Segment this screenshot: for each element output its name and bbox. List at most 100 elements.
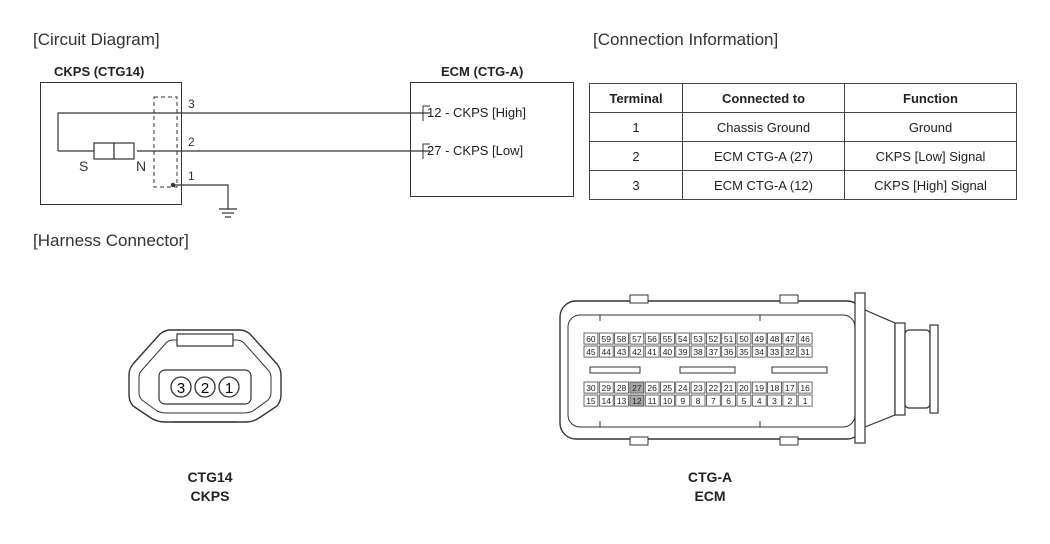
wire-pin3 bbox=[57, 112, 430, 151]
connection-information-title: [Connection Information] bbox=[593, 30, 779, 49]
harness-pin-label: 1 bbox=[225, 380, 233, 397]
ecm-pin-label: 12 bbox=[632, 396, 642, 406]
ground-icon bbox=[219, 208, 237, 218]
caption-line: CTG14 bbox=[187, 469, 233, 485]
circuit-diagram-title: [Circuit Diagram] bbox=[33, 30, 160, 49]
ecm-pin-cell bbox=[675, 345, 691, 358]
ecm-pin-cell bbox=[660, 345, 675, 358]
ecm-pin-cell bbox=[736, 381, 752, 394]
ecm-pin-cell bbox=[782, 345, 798, 358]
ecm-pin-label: 39 bbox=[678, 347, 688, 357]
ecm-pin-label: 1 bbox=[803, 396, 808, 406]
ecm-pin-label: 29 bbox=[602, 383, 612, 393]
ecm-pin-cell bbox=[660, 332, 675, 345]
ecm-pin-cell bbox=[675, 332, 691, 345]
ecm-pin-cell bbox=[614, 345, 629, 358]
ecm-pin-cell bbox=[721, 332, 736, 345]
sensor-n-label: N bbox=[136, 158, 147, 174]
ecm-pin-cell bbox=[614, 394, 629, 407]
ckps-pin-label: 3 bbox=[188, 97, 195, 111]
ecm-pin-label: 57 bbox=[632, 334, 642, 344]
ecm-pin-cell bbox=[583, 381, 599, 394]
ecm-pin-label: 13 bbox=[617, 396, 627, 406]
table-header: Terminal bbox=[589, 83, 683, 113]
ecm-pin-cell bbox=[797, 381, 813, 394]
ecm-pin-cell bbox=[782, 332, 798, 345]
ecm-pin-label: 19 bbox=[755, 383, 765, 393]
ecm-pin-cell bbox=[705, 381, 721, 394]
table-header: Connected to bbox=[682, 83, 845, 113]
ecm-pin-high-label: 12 - CKPS [High] bbox=[427, 105, 526, 120]
ecm-pin-label: 17 bbox=[785, 383, 795, 393]
ecm-pin-label: 46 bbox=[800, 334, 810, 344]
ecm-pin-cell bbox=[782, 381, 798, 394]
ecm-pin-label: 45 bbox=[586, 347, 596, 357]
table-cell: 2 bbox=[589, 141, 683, 171]
ecm-pin-label: 35 bbox=[739, 347, 749, 357]
ecm-pin-cell bbox=[598, 345, 614, 358]
ecm-pin-label: 24 bbox=[678, 383, 688, 393]
ecm-pin-cell bbox=[583, 345, 599, 358]
ecm-pin-cell bbox=[736, 394, 752, 407]
ecm-pin-cell bbox=[660, 394, 675, 407]
table-cell: CKPS [Low] Signal bbox=[844, 141, 1017, 171]
ecm-pin-cell bbox=[721, 345, 736, 358]
ecm-pin-cell bbox=[705, 345, 721, 358]
ecm-pin-label: 5 bbox=[742, 396, 747, 406]
ecm-pin-label: 31 bbox=[800, 347, 810, 357]
ecm-pin-cell bbox=[690, 394, 706, 407]
ckps-pin-label: 2 bbox=[188, 135, 195, 149]
ecm-pin-label: 41 bbox=[647, 347, 657, 357]
ecm-pin-label: 54 bbox=[678, 334, 688, 344]
ecm-pin-cell bbox=[644, 381, 660, 394]
ecm-pin-label: 23 bbox=[693, 383, 703, 393]
wire-pin1 bbox=[173, 184, 229, 209]
ecm-pin-cell bbox=[598, 394, 614, 407]
ecm-pin-label: 52 bbox=[709, 334, 719, 344]
ecm-pin-label: 33 bbox=[770, 347, 780, 357]
circuit-wiring bbox=[57, 96, 430, 218]
ecm-component-box bbox=[410, 82, 574, 197]
ecm-pin-label: 42 bbox=[632, 347, 642, 357]
ckps-connector-caption: CTG14 CKPS bbox=[160, 468, 260, 506]
ecm-pin-cell bbox=[583, 394, 599, 407]
ecm-pin-label: 60 bbox=[586, 334, 596, 344]
table-cell: 3 bbox=[589, 170, 683, 200]
ecm-pin-cell bbox=[721, 381, 736, 394]
harness-pin-label: 3 bbox=[177, 380, 185, 397]
ecm-pin-cell bbox=[614, 381, 629, 394]
sensor-coil-s bbox=[93, 142, 115, 160]
ecm-pin-cell bbox=[767, 394, 782, 407]
ecm-pin-cell bbox=[690, 381, 706, 394]
table-cell: ECM CTG-A (12) bbox=[682, 170, 845, 200]
ecm-pin-label: 16 bbox=[800, 383, 810, 393]
ecm-pin-cell bbox=[751, 381, 767, 394]
connection-table: Terminal Connected to Function 1 Chassis… bbox=[589, 83, 1017, 200]
ckps-harness-connector: 3 2 1 bbox=[128, 329, 282, 423]
table-cell: Chassis Ground bbox=[682, 112, 845, 142]
ecm-pin-cell bbox=[644, 394, 660, 407]
ecm-pin-label: 21 bbox=[724, 383, 734, 393]
ecm-pin-cell bbox=[598, 332, 614, 345]
ecm-pin-label: 6 bbox=[726, 396, 731, 406]
ecm-pin-cell bbox=[690, 332, 706, 345]
ecm-pin-label: 30 bbox=[586, 383, 596, 393]
ecm-pin-cell bbox=[644, 332, 660, 345]
harness-pin-label: 2 bbox=[201, 380, 209, 397]
ecm-pin-cell bbox=[705, 394, 721, 407]
shield-outline bbox=[153, 96, 178, 188]
ecm-pin-label: 14 bbox=[602, 396, 612, 406]
ecm-pin-cell bbox=[721, 394, 736, 407]
ecm-pin-cell bbox=[736, 332, 752, 345]
table-row: 1 Chassis Ground Ground bbox=[589, 112, 1017, 142]
ecm-pin-label: 59 bbox=[602, 334, 612, 344]
ecm-pin-cell bbox=[629, 381, 645, 394]
ecm-pin-label: 34 bbox=[755, 347, 765, 357]
ecm-pin-cell bbox=[660, 381, 675, 394]
ecm-pin-cell bbox=[675, 394, 691, 407]
ecm-pin-cell bbox=[583, 332, 599, 345]
ecm-pin-label: 58 bbox=[617, 334, 627, 344]
ecm-pin-cell bbox=[598, 381, 614, 394]
